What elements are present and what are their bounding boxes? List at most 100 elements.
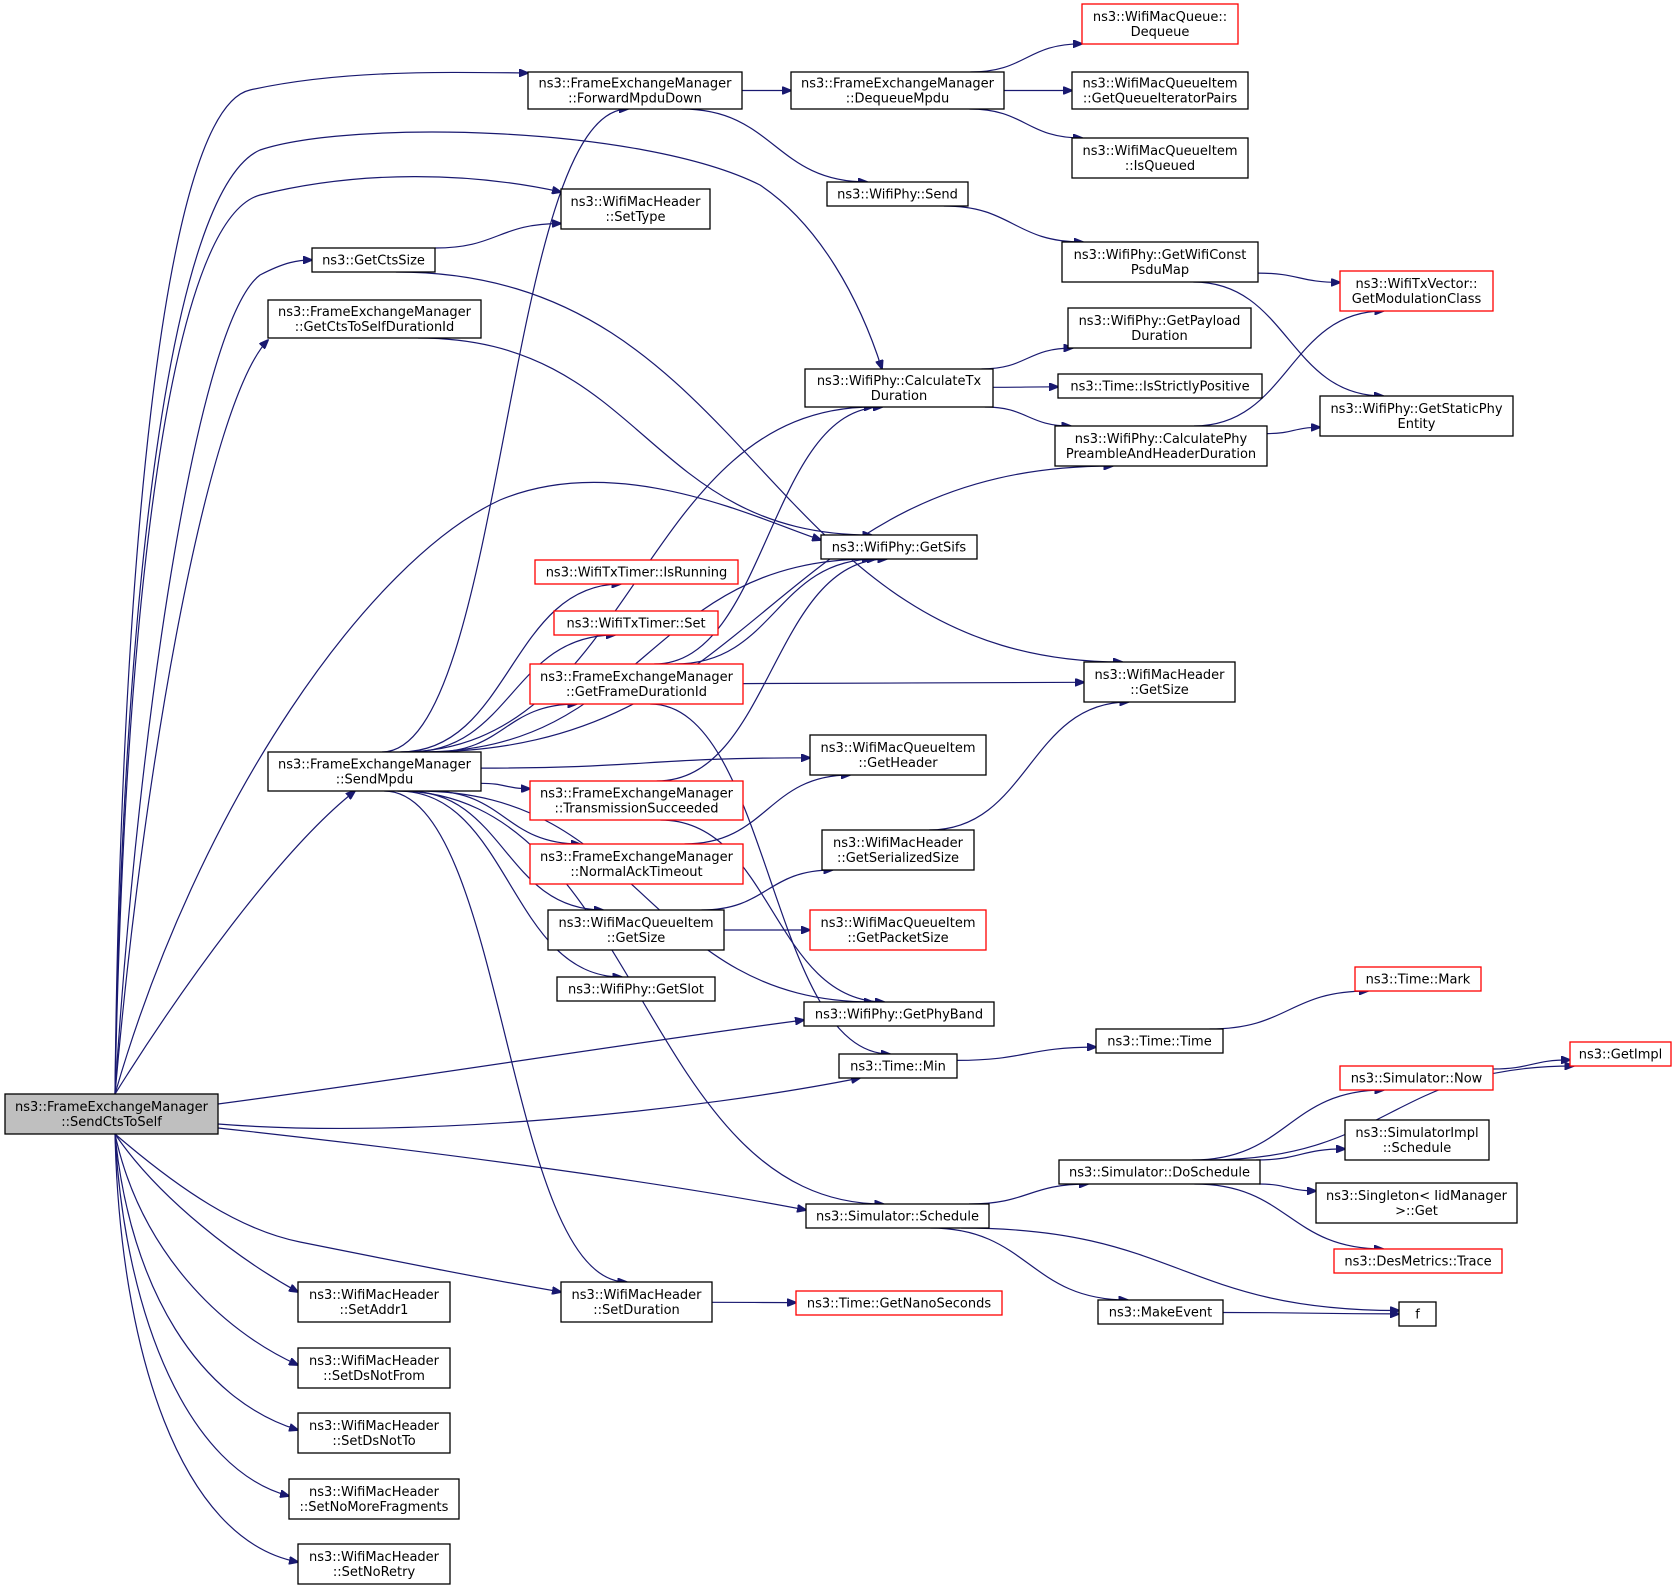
node-SimulatorSchedule[interactable]: ns3::Simulator::Schedule xyxy=(805,1203,990,1229)
node-box xyxy=(527,71,743,110)
node-box xyxy=(1071,137,1249,179)
node-label: ns3::WifiPhy::CalculatePhy xyxy=(1075,432,1248,447)
node-label: ns3::Time::Time xyxy=(1107,1035,1211,1050)
call-edge-DoSchedule-to-GetImpl xyxy=(1206,1066,1573,1161)
node-box xyxy=(1061,241,1259,283)
node-SetDsNotTo[interactable]: ns3::WifiMacHeader::SetDsNotTo xyxy=(297,1412,451,1454)
node-SetNoMoreFragments[interactable]: ns3::WifiMacHeader::SetNoMoreFragments xyxy=(288,1478,460,1520)
node-GetPhyBand[interactable]: ns3::WifiPhy::GetPhyBand xyxy=(803,1001,995,1027)
node-ItemGetSize[interactable]: ns3::WifiMacQueueItem::GetSize xyxy=(547,909,725,951)
node-box xyxy=(267,299,482,339)
node-IsRunning[interactable]: ns3::WifiTxTimer::IsRunning xyxy=(534,559,739,585)
call-edge-SendMpdu-to-SetDuration xyxy=(384,790,626,1282)
node-label: ns3::WifiTxVector:: xyxy=(1355,277,1477,292)
node-GetSifs[interactable]: ns3::WifiPhy::GetSifs xyxy=(820,534,978,560)
call-edge-GetCtsSize-to-HeaderGetSize xyxy=(395,271,1122,662)
node-GetCtsToSelfDurationId[interactable]: ns3::FrameExchangeManager::GetCtsToSelfD… xyxy=(267,299,482,339)
node-SendMpdu[interactable]: ns3::FrameExchangeManager::SendMpdu xyxy=(267,751,482,792)
node-label: ns3::WifiMacQueueItem xyxy=(558,916,713,931)
call-edge-SendCtsToSelf-to-SetNoRetry xyxy=(114,1133,298,1562)
node-GetQueueIteratorPairs[interactable]: ns3::WifiMacQueueItem::GetQueueIteratorP… xyxy=(1071,71,1249,110)
node-label: ::GetCtsToSelfDurationId xyxy=(295,320,455,335)
node-box xyxy=(529,780,744,821)
node-MakeEvent[interactable]: ns3::MakeEvent xyxy=(1097,1299,1224,1325)
node-label: ::Schedule xyxy=(1383,1141,1452,1156)
node-DequeueMpdu[interactable]: ns3::FrameExchangeManager::DequeueMpdu xyxy=(790,71,1005,110)
node-TimerSet[interactable]: ns3::WifiTxTimer::Set xyxy=(553,610,719,636)
call-edge-DequeueMpdu-to-WifiMacQueueDequeue xyxy=(970,44,1083,73)
call-edge-SendMpdu-to-IsRunning xyxy=(400,584,621,753)
node-label: ns3::FrameExchangeManager xyxy=(801,77,995,92)
node-box xyxy=(821,829,975,871)
node-label: ::GetHeader xyxy=(858,756,938,771)
node-WifiMacQueueDequeue[interactable]: ns3::WifiMacQueue::Dequeue xyxy=(1081,3,1239,45)
node-SetType[interactable]: ns3::WifiMacHeader::SetType xyxy=(560,188,711,230)
node-box xyxy=(556,976,716,1002)
node-box xyxy=(267,751,482,792)
node-label: ns3::Simulator::Now xyxy=(1351,1072,1483,1087)
call-edge-TransmissionSucceeded-to-GetPhyBand xyxy=(660,819,885,1002)
node-label: Entity xyxy=(1398,417,1436,432)
node-TimeMark[interactable]: ns3::Time::Mark xyxy=(1354,966,1482,992)
node-SetDuration[interactable]: ns3::WifiMacHeader::SetDuration xyxy=(560,1281,713,1323)
node-label: GetModulationClass xyxy=(1352,292,1482,307)
node-SendCtsToSelf[interactable]: ns3::FrameExchangeManager::SendCtsToSelf xyxy=(4,1093,219,1135)
node-DoSchedule[interactable]: ns3::Simulator::DoSchedule xyxy=(1058,1159,1261,1185)
node-box xyxy=(809,909,987,951)
node-IsStrictlyPositive[interactable]: ns3::Time::IsStrictlyPositive xyxy=(1057,373,1263,399)
node-IsQueued[interactable]: ns3::WifiMacQueueItem::IsQueued xyxy=(1071,137,1249,179)
node-GetHeader[interactable]: ns3::WifiMacQueueItem::GetHeader xyxy=(809,734,987,776)
node-f[interactable]: f xyxy=(1398,1301,1437,1327)
node-SetAddr1[interactable]: ns3::WifiMacHeader::SetAddr1 xyxy=(297,1281,451,1323)
node-SimulatorImplSchedule[interactable]: ns3::SimulatorImpl::Schedule xyxy=(1344,1119,1490,1161)
call-edge-SendCtsToSelf-to-SetNoMoreFragments xyxy=(114,1133,289,1496)
node-DesMetricsTrace[interactable]: ns3::DesMetrics::Trace xyxy=(1333,1248,1503,1274)
call-edge-GetFrameDurationId-to-HeaderGetSize xyxy=(742,682,1084,683)
node-GetSlot[interactable]: ns3::WifiPhy::GetSlot xyxy=(556,976,716,1002)
node-box xyxy=(1319,395,1514,437)
call-edge-GetWifiConstPsduMap-to-GetModulationClass xyxy=(1257,272,1340,282)
node-label: ns3::WifiMacHeader xyxy=(309,1419,440,1434)
node-GetImpl[interactable]: ns3::GetImpl xyxy=(1569,1041,1672,1067)
node-ForwardMpduDown[interactable]: ns3::FrameExchangeManager::ForwardMpduDo… xyxy=(527,71,743,110)
node-GetPacketSize[interactable]: ns3::WifiMacQueueItem::GetPacketSize xyxy=(809,909,987,951)
node-GetCtsSize[interactable]: ns3::GetCtsSize xyxy=(311,247,436,273)
node-SimulatorNow[interactable]: ns3::Simulator::Now xyxy=(1339,1065,1494,1091)
node-WifiPhySend[interactable]: ns3::WifiPhy::Send xyxy=(826,181,969,207)
node-label: ::GetQueueIteratorPairs xyxy=(1083,92,1237,107)
node-TimeTime[interactable]: ns3::Time::Time xyxy=(1095,1028,1224,1054)
call-edge-TimeMin-to-TimeTime xyxy=(956,1047,1096,1061)
node-SetDsNotFrom[interactable]: ns3::WifiMacHeader::SetDsNotFrom xyxy=(297,1347,451,1389)
call-edge-NormalAckTimeout-to-GetHeader xyxy=(684,775,851,845)
node-label: ::TransmissionSucceeded xyxy=(554,802,718,817)
node-label: ns3::WifiPhy::GetSifs xyxy=(832,541,967,556)
node-GetSerializedSize[interactable]: ns3::WifiMacHeader::GetSerializedSize xyxy=(821,829,975,871)
node-GetModulationClass[interactable]: ns3::WifiTxVector::GetModulationClass xyxy=(1339,270,1494,312)
node-label: ns3::Simulator::Schedule xyxy=(816,1210,979,1225)
call-edge-SendCtsToSelf-to-SetAddr1 xyxy=(114,1133,298,1292)
node-SetNoRetry[interactable]: ns3::WifiMacHeader::SetNoRetry xyxy=(297,1543,451,1585)
node-label: ns3::Time::IsStrictlyPositive xyxy=(1070,380,1249,395)
node-GetNanoSeconds[interactable]: ns3::Time::GetNanoSeconds xyxy=(795,1290,1003,1316)
node-label: ns3::Singleton< IidManager xyxy=(1326,1189,1508,1204)
call-edge-GetWifiConstPsduMap-to-GetStaticPhyEntity xyxy=(1193,281,1383,396)
node-label: ns3::WifiMacQueueItem xyxy=(820,916,975,931)
node-label: ns3::WifiPhy::GetSlot xyxy=(568,983,704,998)
call-edge-SendMpdu-to-GetSlot xyxy=(397,790,622,977)
node-label: ns3::WifiMacQueueItem xyxy=(1082,77,1237,92)
node-SingletonGet[interactable]: ns3::Singleton< IidManager >::Get xyxy=(1315,1182,1518,1224)
node-HeaderGetSize[interactable]: ns3::WifiMacHeader::GetSize xyxy=(1083,661,1236,703)
node-GetFrameDurationId[interactable]: ns3::FrameExchangeManager::GetFrameDurat… xyxy=(529,663,744,705)
node-box xyxy=(297,1281,451,1323)
node-TimeMin[interactable]: ns3::Time::Min xyxy=(838,1053,958,1079)
call-edge-SendMpdu-to-GetHeader xyxy=(480,758,810,769)
call-edge-ItemGetSize-to-GetSerializedSize xyxy=(701,870,833,911)
node-label: ::SetDsNotTo xyxy=(332,1434,415,1449)
node-CalculatePhyPreamble[interactable]: ns3::WifiPhy::CalculatePhyPreambleAndHea… xyxy=(1054,425,1268,467)
node-TransmissionSucceeded[interactable]: ns3::FrameExchangeManager::TransmissionS… xyxy=(529,780,744,821)
node-NormalAckTimeout[interactable]: ns3::FrameExchangeManager::NormalAckTime… xyxy=(529,843,744,885)
